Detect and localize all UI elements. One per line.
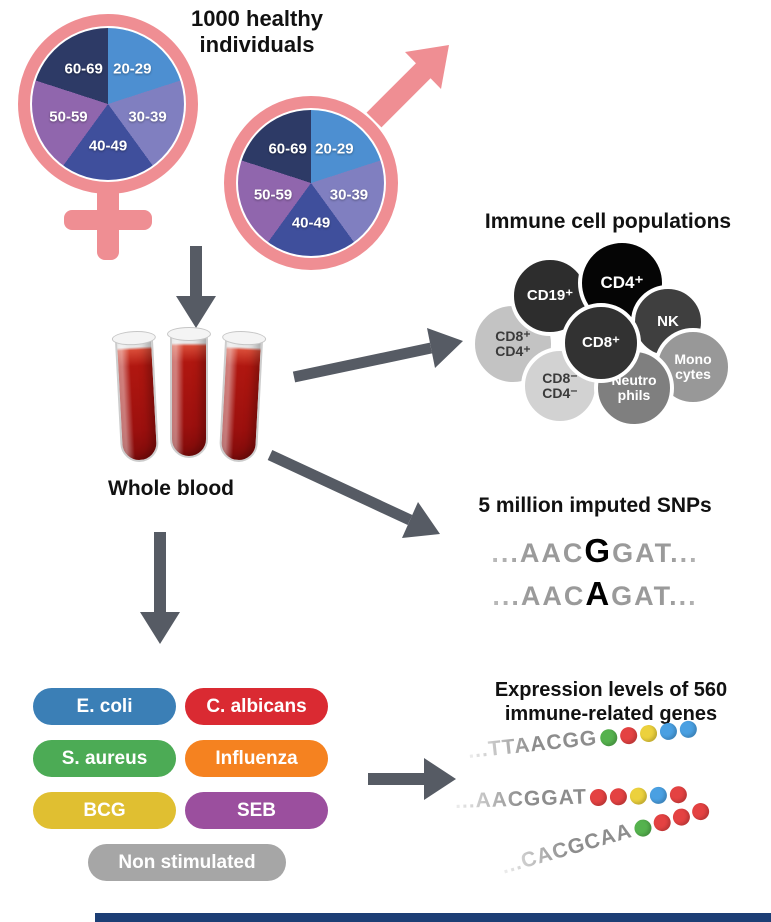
stimulus-seb: SEB — [185, 792, 328, 829]
snp-seq-post: GAT... — [611, 580, 698, 611]
stimulus-s-aureus: S. aureus — [33, 740, 176, 777]
pie-label-60-69: 60-69 — [64, 60, 103, 78]
pie-label-40-49: 40-49 — [291, 214, 331, 232]
arrow-blood-to-snps-icon — [267, 450, 440, 538]
cell-cd8: CD8⁺ — [561, 303, 641, 383]
pie-label-50-59: 50-59 — [49, 108, 88, 126]
gene-sequence: ...TTAACGG — [466, 726, 599, 763]
gene-dot — [669, 785, 688, 803]
snp-sequences: ...AACGGAT... ...AACAGAT... — [428, 530, 762, 616]
male-symbol: 20-29 30-39 40-49 50-59 60-69 — [224, 96, 398, 270]
snps-title: 5 million imputed SNPs — [478, 494, 712, 517]
gene-sequence: ...AACGGAT — [454, 785, 588, 813]
cell-neutrophils: Neutro phils — [594, 348, 674, 428]
pie-label-30-39: 30-39 — [329, 186, 369, 204]
stimulus-influenza: Influenza — [185, 740, 328, 777]
whole-blood-label: Whole blood — [108, 477, 234, 500]
gene-dot — [670, 806, 692, 828]
stimulus-bcg: BCG — [33, 792, 176, 829]
pie-label-60-69: 60-69 — [268, 140, 307, 158]
male-age-pie-chart: 20-29 30-39 40-49 50-59 60-69 — [238, 110, 384, 256]
gene-dot — [689, 800, 711, 822]
female-cross-horizontal — [64, 210, 152, 230]
gene-dot — [678, 719, 698, 739]
snp-seq-pre: ...AAC — [492, 580, 586, 611]
gene-dot — [632, 817, 654, 839]
arrow-stimuli-to-expression-icon — [368, 758, 456, 800]
pie-label-20-29: 20-29 — [113, 60, 152, 78]
immune-cells-title: Immune cell populations — [484, 210, 732, 233]
stimulus-non-stimulated: Non stimulated — [88, 844, 286, 881]
blood-tube-icon — [167, 327, 211, 458]
gene-dot — [609, 787, 628, 806]
female-symbol: 20-29 30-39 40-49 50-59 60-69 — [18, 14, 198, 260]
bottom-bar — [95, 913, 771, 922]
gene-dot — [638, 723, 658, 743]
blood-tube-icon — [218, 333, 264, 463]
gene-sequence-row: ...AACGGAT — [455, 782, 688, 814]
stimulus-e-coli: E. coli — [33, 688, 176, 725]
pie-label-20-29: 20-29 — [315, 140, 354, 158]
gene-dot — [649, 786, 668, 804]
snp-sequence-row: ...AACAGAT... — [428, 573, 762, 616]
snp-seq-post: GAT... — [612, 538, 699, 568]
gene-dot — [589, 788, 608, 806]
arrow-individuals-to-blood-icon — [176, 246, 216, 328]
snp-sequence-row: ...AACGGAT... — [428, 530, 762, 573]
gene-dot — [651, 811, 673, 833]
snp-seq-pre: ...AAC — [491, 538, 585, 568]
expression-title: Expression levels of 560 immune-related … — [494, 679, 728, 725]
female-ring: 20-29 30-39 40-49 50-59 60-69 — [18, 14, 198, 194]
male-ring: 20-29 30-39 40-49 50-59 60-69 — [224, 96, 398, 270]
female-age-pie-chart: 20-29 30-39 40-49 50-59 60-69 — [32, 28, 184, 180]
figure-title: 1000 healthy individuals — [190, 6, 324, 57]
arrow-blood-to-cells-icon — [292, 328, 463, 383]
pie-label-30-39: 30-39 — [128, 108, 167, 126]
gene-dot — [658, 721, 678, 741]
gene-dot — [619, 725, 638, 745]
gene-sequence: ...CACGCAA — [498, 819, 635, 879]
blood-tube-icon — [114, 333, 160, 463]
gene-dot — [599, 727, 618, 747]
snp-variant-letter: A — [585, 574, 612, 612]
gene-dot — [629, 786, 648, 805]
snp-variant-letter: G — [584, 532, 613, 569]
pie-label-50-59: 50-59 — [253, 186, 293, 204]
pie-label-40-49: 40-49 — [88, 137, 128, 155]
stimulus-c-albicans: C. albicans — [185, 688, 328, 725]
arrow-blood-to-stimuli-icon — [140, 532, 180, 644]
